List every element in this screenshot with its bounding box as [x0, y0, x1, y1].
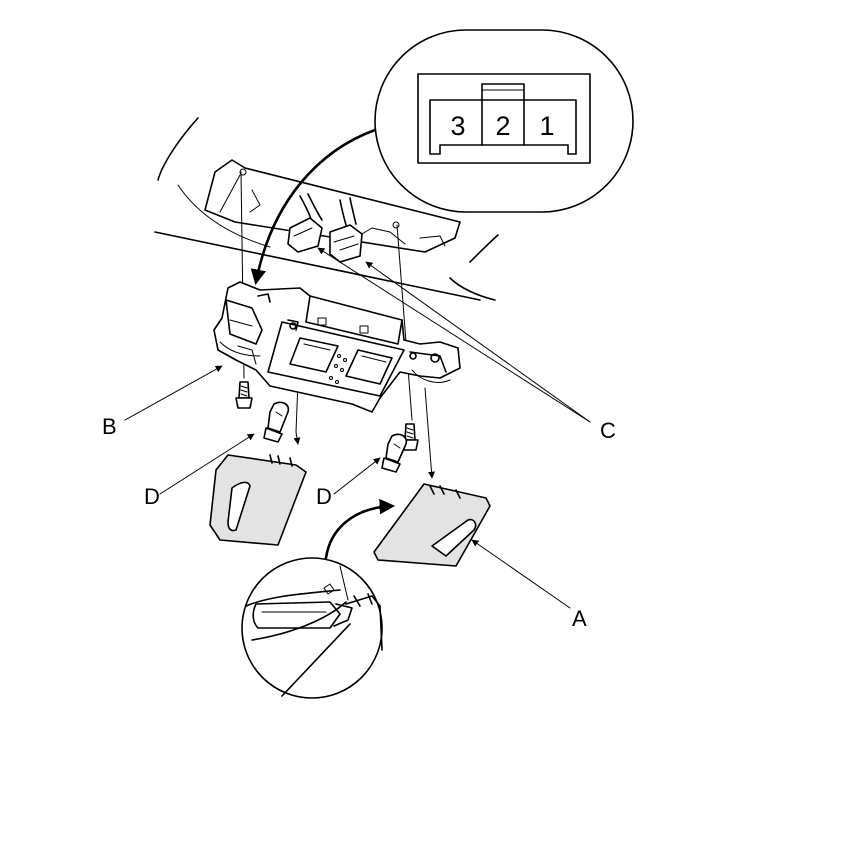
- connector-pin-1: 1: [539, 111, 554, 141]
- detail-pointer-arrow: [324, 498, 396, 560]
- bulb-d-right: [381, 433, 408, 473]
- leader-lines: [124, 247, 591, 609]
- connector-c-right: [329, 224, 363, 263]
- connector-pin-3: 3: [450, 111, 465, 141]
- lens-left: [209, 454, 307, 546]
- label-b: B: [102, 414, 117, 439]
- lens-a: [373, 483, 491, 567]
- label-d-right: D: [316, 484, 332, 509]
- screw-left: [235, 381, 253, 409]
- connector-c-left: [287, 217, 323, 253]
- removal-detail-circle: [241, 557, 383, 699]
- roof-outline: [154, 117, 499, 301]
- label-c: C: [600, 418, 616, 443]
- label-d-left: D: [144, 484, 160, 509]
- connector-detail-bubble: 3 2 1: [374, 29, 634, 213]
- console-housing-b: [213, 281, 461, 413]
- label-a: A: [572, 606, 587, 631]
- connector-pointer-arrow: [250, 128, 377, 286]
- bulb-d-left: [263, 401, 290, 443]
- connector-pin-2: 2: [495, 111, 510, 141]
